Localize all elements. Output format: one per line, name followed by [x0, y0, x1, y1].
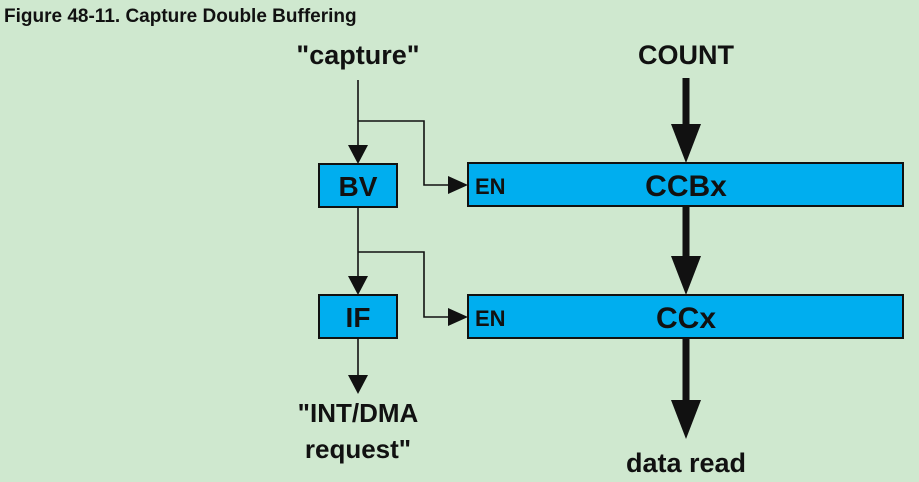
- capture-to-ccbx-en-arrowhead: [448, 176, 468, 194]
- bv-to-ccx-en-line: [358, 251, 450, 318]
- count-to-ccbx-arrowhead: [671, 124, 701, 163]
- if-to-request-arrowhead: [348, 375, 368, 394]
- ccbx-to-ccx-arrowhead: [671, 256, 701, 295]
- int-dma-label-line2: request": [305, 434, 411, 464]
- bv-to-ccx-en-arrowhead: [448, 308, 468, 326]
- capture-to-ccbx-en-line: [358, 120, 450, 186]
- bv-label: BV: [339, 171, 378, 202]
- data-read-label: data read: [626, 448, 746, 478]
- bv-to-if-arrowhead: [348, 276, 368, 295]
- ccbx-en-label: EN: [475, 174, 506, 199]
- capture-to-bv-arrowhead: [348, 145, 368, 164]
- count-label: COUNT: [638, 40, 734, 70]
- if-label: IF: [346, 302, 371, 333]
- capture-label: "capture": [296, 40, 419, 70]
- ccx-en-label: EN: [475, 306, 506, 331]
- int-dma-label-line1: "INT/DMA: [298, 398, 419, 428]
- ccx-register: [467, 294, 904, 339]
- bv-box: [318, 163, 398, 208]
- ccx-label: CCx: [656, 302, 716, 335]
- ccx-to-data-read-arrowhead: [671, 400, 701, 439]
- ccbx-register: [467, 162, 904, 207]
- ccbx-label: CCBx: [645, 170, 727, 203]
- if-box: [318, 294, 398, 339]
- figure-title: Figure 48-11. Capture Double Buffering: [4, 6, 357, 27]
